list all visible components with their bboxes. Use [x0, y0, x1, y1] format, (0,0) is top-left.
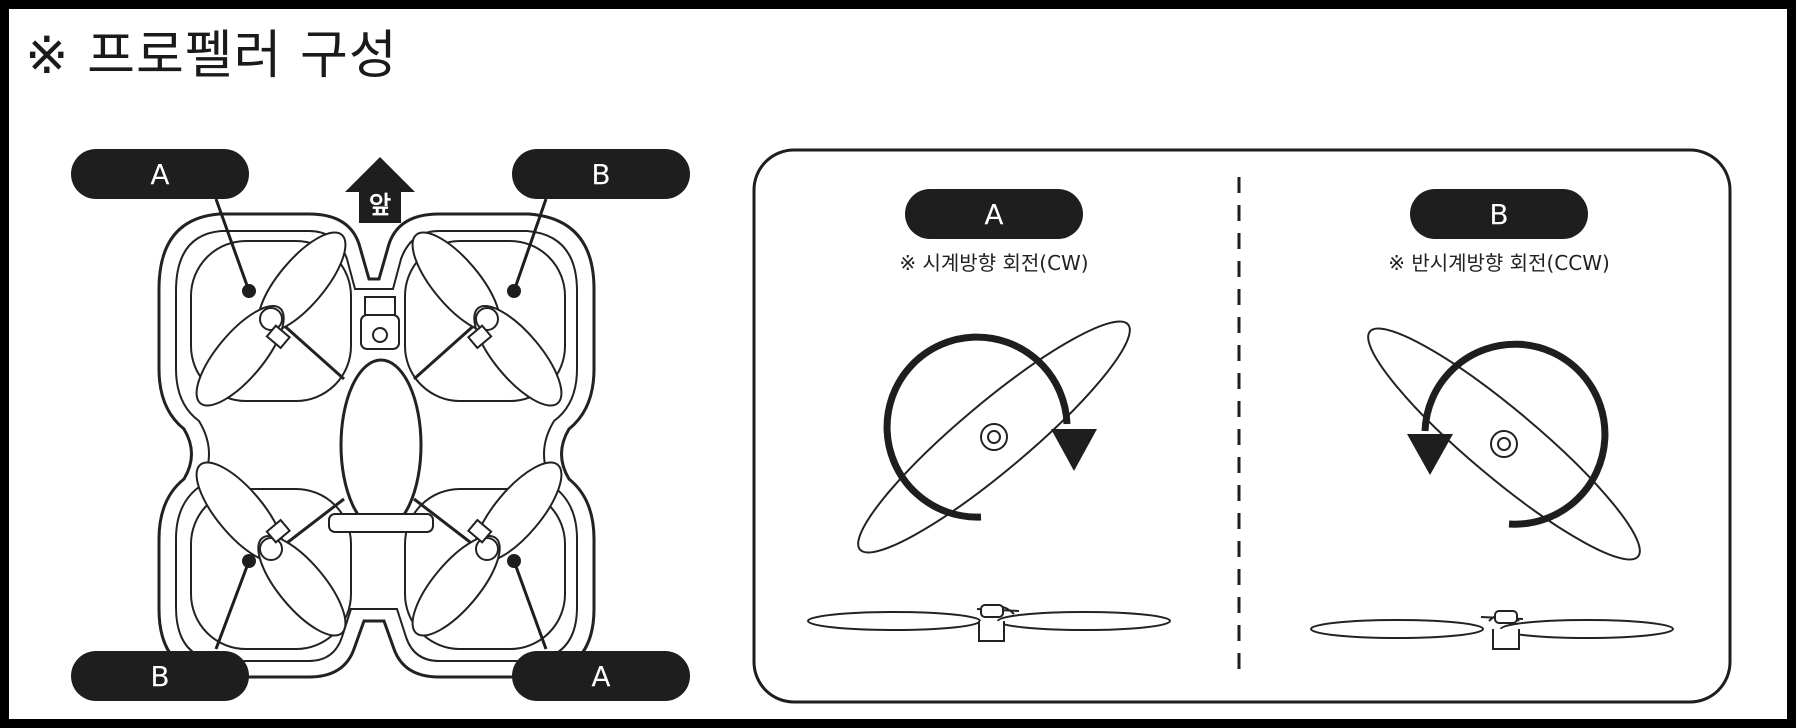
counter-clockwise-arrow-icon — [1421, 340, 1609, 528]
drone-inner-frame — [175, 230, 578, 662]
svg-text:A: A — [591, 660, 610, 693]
leader-lines — [214, 198, 548, 650]
propeller-bottom-left — [181, 448, 361, 650]
panel-a-caption: ※ 시계방향 회전(CW) — [899, 251, 1088, 275]
panel-b: B ※ 반시계방향 회전(CCW) — [1310, 189, 1674, 650]
guard-bottom-left — [190, 488, 352, 650]
clockwise-arrow-icon — [883, 333, 1071, 521]
camera-module — [360, 296, 400, 350]
panel-border — [752, 148, 1732, 704]
guard-top-left — [190, 240, 352, 402]
guard-top-right — [404, 240, 566, 402]
propeller-a-side-view — [807, 604, 1171, 642]
svg-text:B: B — [591, 158, 610, 191]
propeller-top-left — [181, 218, 361, 420]
propeller-a-top-view — [857, 320, 1131, 554]
propeller-b-side-view — [1310, 610, 1674, 650]
guard-bottom-right — [404, 488, 566, 650]
drone-body — [339, 358, 423, 532]
rotation-panel: A ※ 시계방향 회전(CW) — [752, 148, 1732, 704]
propeller-configuration-diagram: 앞 A B — [71, 148, 1732, 704]
label-bottom-right: A — [512, 651, 690, 701]
label-top-right: B — [512, 149, 690, 199]
svg-text:A: A — [984, 198, 1003, 231]
panel-b-label: B — [1410, 189, 1588, 239]
page-frame: ※ 프로펠러 구성 — [9, 9, 1787, 719]
panel-b-caption: ※ 반시계방향 회전(CCW) — [1388, 251, 1610, 275]
svg-text:B: B — [1489, 198, 1508, 231]
front-label: 앞 — [369, 191, 391, 219]
drone-top-view: 앞 A B — [71, 149, 690, 701]
page-title: ※ 프로펠러 구성 — [25, 26, 398, 86]
label-top-left: A — [71, 149, 249, 199]
propeller-guards — [190, 240, 566, 650]
panel-a: A ※ 시계방향 회전(CW) — [807, 189, 1171, 642]
clockwise-arrowhead — [1051, 429, 1097, 471]
body-bottom-bar — [328, 513, 434, 533]
svg-text:B: B — [150, 660, 169, 693]
propeller-b-top-view — [1367, 327, 1641, 561]
counter-clockwise-arrowhead — [1407, 434, 1453, 475]
svg-text:A: A — [150, 158, 169, 191]
propeller-bottom-right — [397, 448, 577, 650]
propeller-top-right — [397, 218, 577, 420]
label-bottom-left: B — [71, 651, 249, 701]
panel-a-label: A — [905, 189, 1083, 239]
front-arrow-icon: 앞 — [345, 157, 415, 223]
leader-dots — [242, 284, 521, 568]
drone-arms — [278, 319, 480, 551]
